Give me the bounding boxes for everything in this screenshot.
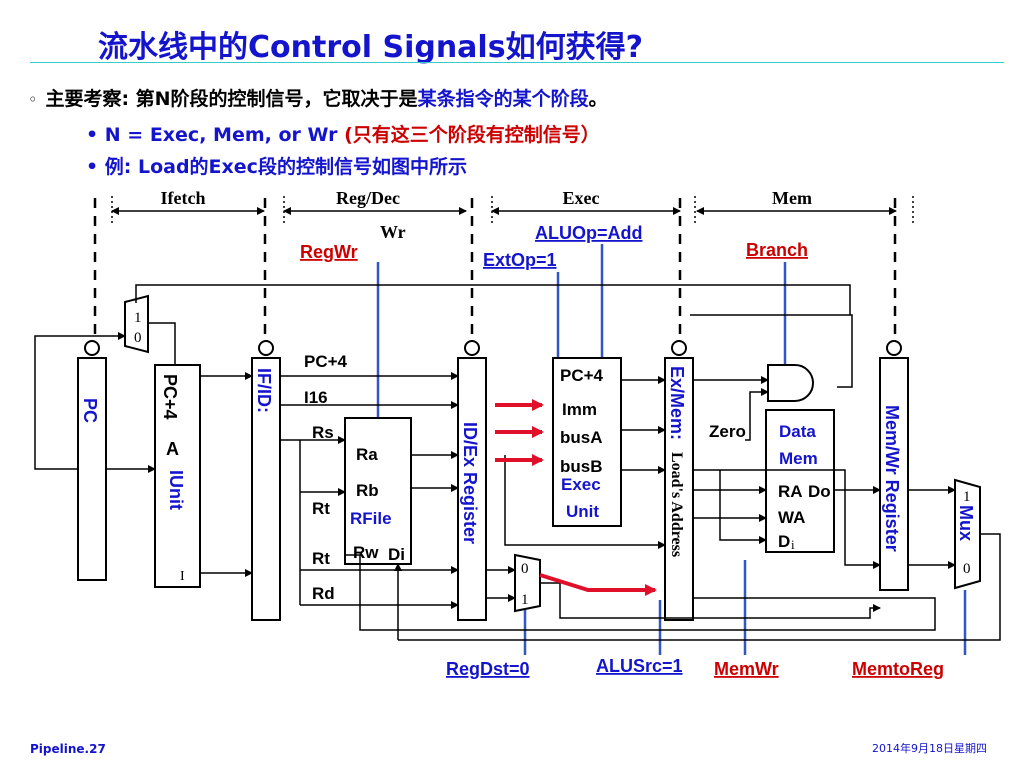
writeback-mux-zero: 0 bbox=[963, 561, 971, 577]
rfile-name-label: RFile bbox=[350, 509, 392, 528]
exec-pc4-label: PC+4 bbox=[560, 366, 604, 385]
footer-page-label: Pipeline.27 bbox=[30, 742, 106, 756]
exmem-register bbox=[664, 357, 694, 621]
mux-and-gate bbox=[124, 294, 981, 613]
exec-imm-label: Imm bbox=[562, 400, 597, 419]
dec-i16-label: I16 bbox=[304, 388, 328, 407]
bullet-example-text: 例: Load的Exec段的控制信号如图中所示 bbox=[104, 156, 467, 178]
writeback-mux bbox=[954, 478, 981, 590]
bullet-stages: • N = Exec, Mem, or Wr (只有这三个阶段有控制信号） bbox=[86, 124, 600, 146]
zero-label: Zero bbox=[709, 422, 746, 441]
bullet-main: ◦ 主要考察: 第N阶段的控制信号，它取决于是某条指令的某个阶段。 bbox=[28, 84, 608, 111]
dec-rt-label-2: Rt bbox=[312, 549, 330, 568]
control-lines bbox=[376, 244, 967, 655]
signal-regwr: RegWr bbox=[300, 242, 358, 262]
memwr-register bbox=[879, 357, 909, 591]
pc-register bbox=[77, 357, 107, 581]
bullet-stages-text: N = Exec, Mem, or Wr bbox=[104, 124, 345, 146]
signal-memtoreg: MemtoReg bbox=[852, 659, 944, 679]
pc-mux bbox=[124, 294, 149, 354]
rfile-box bbox=[344, 417, 412, 565]
bullet-main-text: 主要考察: 第N阶段的控制信号，它取决于是 bbox=[45, 88, 418, 110]
footer-date: 2014年9月18日星期四 bbox=[872, 742, 987, 755]
data-mem-ra-label: RA bbox=[778, 482, 803, 501]
signal-memwr: MemWr bbox=[714, 659, 779, 679]
pc-mux-one: 1 bbox=[134, 310, 142, 326]
dec-rt-label-1: Rt bbox=[312, 499, 330, 518]
clock-inputs bbox=[84, 340, 902, 356]
rfile-di-label: Di bbox=[388, 545, 405, 564]
exec-unit-box bbox=[552, 357, 622, 527]
data-mem-d-label: D bbox=[778, 532, 790, 551]
data-mem-do-label: Do bbox=[808, 482, 831, 501]
stage-label-ifetch: Ifetch bbox=[161, 188, 206, 208]
dec-pc4-label: PC+4 bbox=[304, 352, 348, 371]
exec-busa-label: busA bbox=[560, 428, 603, 447]
exec-unit-name-2: Unit bbox=[566, 502, 599, 521]
stage-label-mem: Mem bbox=[772, 188, 812, 208]
rfile-rb-label: Rb bbox=[356, 481, 379, 500]
exec-unit-name-1: Exec bbox=[561, 475, 601, 494]
stage-label-regdec: Reg/Dec bbox=[336, 188, 400, 208]
ifid-label: IF/ID: bbox=[254, 368, 274, 413]
idex-register bbox=[457, 357, 487, 621]
iunit-a-label: A bbox=[166, 439, 179, 459]
rfile-rw-label: Rw bbox=[353, 543, 379, 562]
regdst-mux-one: 1 bbox=[521, 592, 529, 608]
data-mem-i-label: i bbox=[791, 537, 795, 552]
datapath-wires bbox=[34, 284, 1001, 641]
exmem-label: Ex/Mem: bbox=[667, 366, 687, 440]
regdst-mux-zero: 0 bbox=[521, 561, 529, 577]
data-mem-name-2: Mem bbox=[779, 449, 818, 468]
bullet-stages-note: (只有这三个阶段有控制信号） bbox=[344, 124, 600, 146]
bullet-main-highlight: 某条指令的某个阶段 bbox=[417, 88, 589, 110]
title-divider bbox=[30, 62, 1004, 63]
writeback-mux-label: Mux bbox=[956, 505, 976, 541]
writeback-mux-one: 1 bbox=[963, 489, 971, 505]
idex-label: ID/Ex Register bbox=[460, 422, 480, 544]
dec-rs-label: Rs bbox=[312, 423, 334, 442]
signal-aluop: ALUOp=Add bbox=[535, 223, 643, 243]
exec-busb-label: busB bbox=[560, 457, 603, 476]
bullet-marker: ◦ bbox=[28, 90, 38, 109]
stage-label-exec: Exec bbox=[563, 188, 600, 208]
iunit-box bbox=[154, 364, 201, 588]
exmem-sub-label: Load's Address bbox=[668, 452, 685, 557]
bullet-main-end: 。 bbox=[588, 88, 608, 110]
iunit-i-label: I bbox=[180, 569, 185, 584]
signal-branch: Branch bbox=[746, 240, 808, 260]
pipeline-registers bbox=[77, 357, 909, 621]
rfile-ra-label: Ra bbox=[356, 445, 378, 464]
data-mem-name-1: Data bbox=[779, 422, 816, 441]
regdst-mux bbox=[514, 553, 541, 613]
ifid-register bbox=[251, 357, 281, 621]
slide-title: 流水线中的Control Signals如何获得? bbox=[98, 30, 643, 65]
wr-label: Wr bbox=[380, 222, 406, 242]
dec-rd-label: Rd bbox=[312, 584, 335, 603]
signal-extop: ExtOp=1 bbox=[483, 250, 557, 270]
exec-input-arrows bbox=[495, 399, 657, 596]
iunit-pc4-label: PC+4 bbox=[160, 374, 180, 420]
pc-mux-zero: 0 bbox=[134, 330, 142, 346]
iunit-name-label: IUnit bbox=[166, 470, 186, 510]
bullet-example: • 例: Load的Exec段的控制信号如图中所示 bbox=[86, 156, 467, 178]
signal-regdst: RegDst=0 bbox=[446, 659, 530, 679]
data-mem-box bbox=[765, 409, 835, 553]
pc-label: PC bbox=[80, 398, 100, 423]
stage-boundaries bbox=[93, 198, 897, 345]
signal-alusrc: ALUSrc=1 bbox=[596, 656, 683, 676]
data-mem-wa-label: WA bbox=[778, 508, 805, 527]
memwr-label: Mem/Wr Register bbox=[882, 405, 902, 552]
branch-and-gate bbox=[767, 364, 814, 402]
